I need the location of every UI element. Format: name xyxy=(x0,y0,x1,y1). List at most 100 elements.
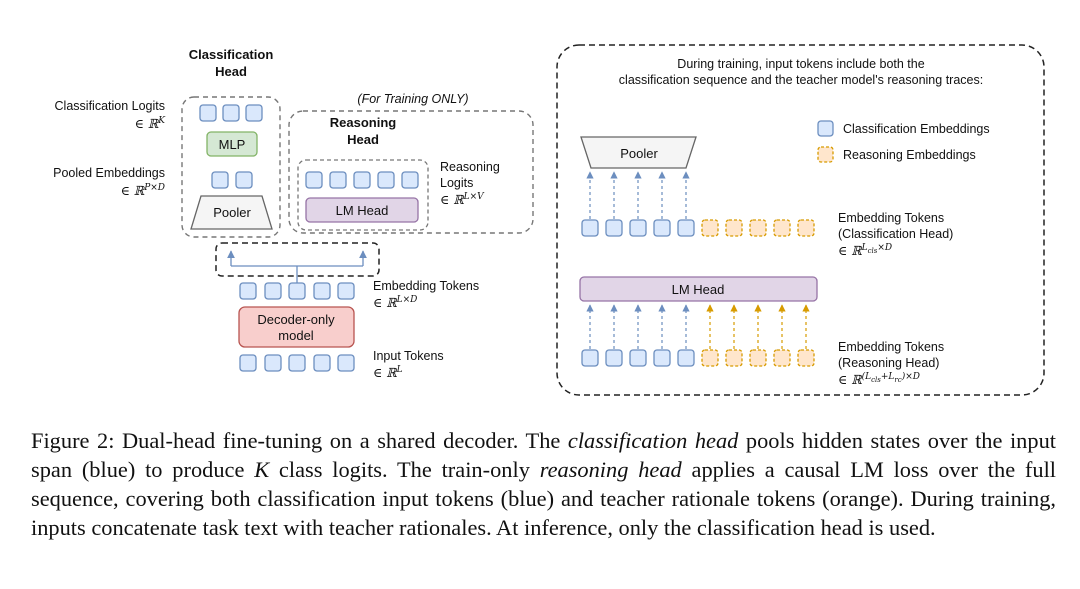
token-blue xyxy=(653,219,671,237)
caption-text: Dual-head fine-tuning on a shared decode… xyxy=(114,428,568,453)
reasoning-head-group xyxy=(288,110,534,234)
figure-diagram: Classification Head MLP Pooler Classific… xyxy=(53,44,1045,396)
routing-line xyxy=(231,265,363,283)
token-blue xyxy=(239,354,257,372)
lm-head-block-right xyxy=(579,276,818,302)
token-blue xyxy=(211,171,229,189)
legend-label-reasoning: Reasoning Embeddings xyxy=(843,148,976,162)
caption-emphasis: classification head xyxy=(567,428,739,453)
embedding-tokens-rsn-row xyxy=(581,349,815,367)
emb-cls-label-line2: (Classification Head) xyxy=(838,227,953,241)
token-orange xyxy=(749,349,767,367)
token-orange xyxy=(701,349,719,367)
reasoning-head-title-line2: Head xyxy=(347,132,379,147)
legend-label-classification: Classification Embeddings xyxy=(843,122,990,136)
token-blue xyxy=(288,354,306,372)
token-orange xyxy=(773,349,791,367)
classification-head-group xyxy=(181,96,281,238)
token-orange xyxy=(701,219,719,237)
emb-rsn-label-line1: Embedding Tokens xyxy=(838,340,944,354)
classification-logits-dim: ∈ ℝK xyxy=(135,116,167,131)
token-blue xyxy=(337,282,355,300)
legend-swatch-classification xyxy=(817,120,834,137)
reasoning-logits-dim: ∈ ℝL×V xyxy=(440,192,485,207)
token-blue xyxy=(629,219,647,237)
pooler-label: Pooler xyxy=(213,205,251,220)
embedding-tokens-row xyxy=(239,282,355,300)
training-note-line1: During training, input tokens include bo… xyxy=(677,57,924,71)
token-blue xyxy=(313,354,331,372)
token-orange xyxy=(797,219,815,237)
token-blue xyxy=(353,171,371,189)
pooler-trapezoid-right xyxy=(580,136,697,169)
token-blue xyxy=(288,282,306,300)
input-tokens-row xyxy=(239,354,355,372)
mlp-block xyxy=(206,131,258,157)
figure-caption: Figure 2: Dual-head fine-tuning on a sha… xyxy=(31,426,1056,542)
embedding-tokens-label: Embedding Tokens xyxy=(373,279,479,293)
emb-rsn-label-line2: (Reasoning Head) xyxy=(838,356,939,370)
emb-rsn-dim: ∈ ℝ(Lcls+Lrc)×D xyxy=(838,371,920,387)
token-blue xyxy=(653,349,671,367)
token-blue xyxy=(377,171,395,189)
caption-text: class logits. The train-only xyxy=(269,457,540,482)
reasoning-logits-label-line2: Logits xyxy=(440,176,473,190)
input-tokens-label: Input Tokens xyxy=(373,349,444,363)
token-blue xyxy=(337,354,355,372)
emb-cls-dim: ∈ ℝLcls×D xyxy=(838,243,892,258)
embedding-tokens-dim: ∈ ℝL×D xyxy=(373,295,417,310)
emb-cls-label-line1: Embedding Tokens xyxy=(838,211,944,225)
training-panel xyxy=(556,44,1045,396)
lm-head-arrows-orange xyxy=(706,304,810,349)
token-blue xyxy=(264,282,282,300)
pooled-embeddings-label: Pooled Embeddings xyxy=(53,166,165,180)
token-blue xyxy=(235,171,253,189)
token-orange xyxy=(725,349,743,367)
token-orange xyxy=(725,219,743,237)
token-blue xyxy=(199,104,217,122)
reasoning-logits-label-line1: Reasoning xyxy=(440,160,500,174)
token-blue xyxy=(581,219,599,237)
classification-head-title-line1: Classification xyxy=(189,47,274,62)
caption-text: applies a causal LM loss over the full s… xyxy=(31,457,1057,540)
token-blue xyxy=(264,354,282,372)
token-blue xyxy=(401,171,419,189)
classification-logits-label: Classification Logits xyxy=(55,99,165,113)
reasoning-head-title-line1: Reasoning xyxy=(330,115,397,130)
token-blue xyxy=(677,349,695,367)
reasoning-logits-tokens xyxy=(305,171,419,189)
classification-head-title-line2: Head xyxy=(215,64,247,79)
classification-logits-tokens xyxy=(199,104,263,122)
caption-emphasis: reasoning head xyxy=(539,457,682,482)
token-blue xyxy=(222,104,240,122)
mlp-label: MLP xyxy=(219,137,246,152)
lm-head-label-left: LM Head xyxy=(336,203,389,218)
token-blue xyxy=(313,282,331,300)
pooled-embeddings-dim: ∈ ℝP×D xyxy=(121,183,165,198)
pooler-arrows xyxy=(586,171,690,219)
caption-fig-label: Figure 2: xyxy=(31,428,115,453)
token-blue xyxy=(245,104,263,122)
pooled-embedding-tokens xyxy=(211,171,253,189)
lm-head-block-left xyxy=(305,197,419,223)
lm-head-arrows-blue xyxy=(586,304,690,349)
token-blue xyxy=(581,349,599,367)
token-orange xyxy=(797,349,815,367)
token-blue xyxy=(329,171,347,189)
training-note-line2: classification sequence and the teacher … xyxy=(619,73,983,87)
decoder-only-model-block xyxy=(238,306,355,348)
token-blue xyxy=(305,171,323,189)
caption-math-k: K xyxy=(254,457,270,482)
decoder-label-line1: Decoder-only xyxy=(257,312,335,327)
token-orange xyxy=(749,219,767,237)
token-blue xyxy=(677,219,695,237)
pooler-label-right: Pooler xyxy=(620,146,658,161)
token-orange xyxy=(773,219,791,237)
caption-text: pools hidden states over the input span … xyxy=(31,428,1056,482)
pooler-trapezoid xyxy=(190,195,273,230)
lm-head-label-right: LM Head xyxy=(672,282,725,297)
training-only-note: (For Training ONLY) xyxy=(357,92,468,106)
token-blue xyxy=(605,219,623,237)
token-blue xyxy=(629,349,647,367)
legend-swatch-reasoning xyxy=(817,146,834,163)
